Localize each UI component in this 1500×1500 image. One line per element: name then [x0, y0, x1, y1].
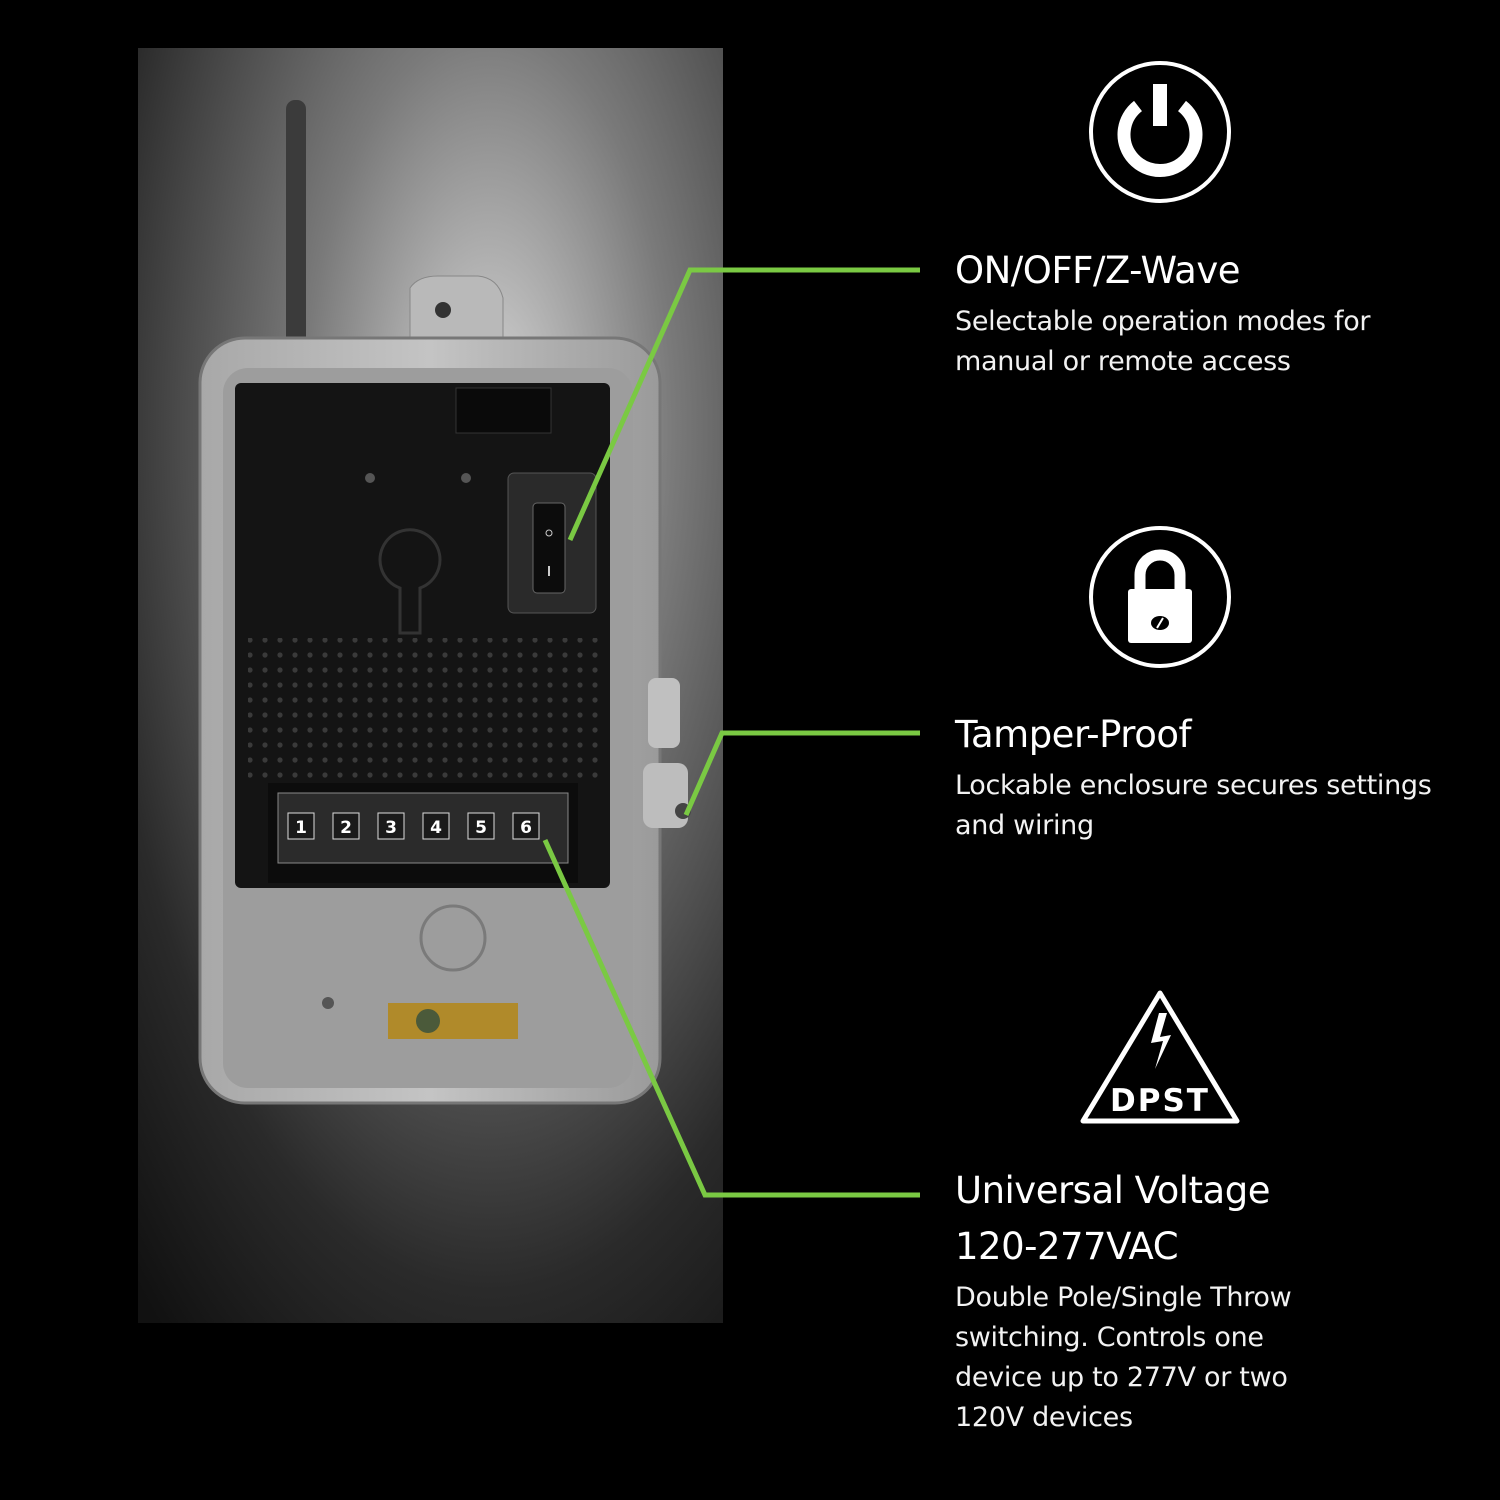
- terminal-label: 5: [475, 818, 487, 838]
- feature-universal-voltage: Universal Voltage 120-277VAC Double Pole…: [955, 1166, 1475, 1438]
- feature-title: ON/OFF/Z-Wave: [955, 249, 1241, 292]
- voltage-warning-icon: DPST: [1080, 990, 1240, 1124]
- terminal-label: 2: [340, 818, 352, 838]
- feature-description: Lockable enclosure secures settings and …: [955, 770, 1432, 841]
- terminal-screw: [422, 812, 450, 840]
- terminal-screw: [467, 812, 495, 840]
- feature-subtitle: 120-277VAC: [955, 1225, 1179, 1268]
- feature-description: Double Pole/Single Throw switching. Cont…: [955, 1282, 1292, 1433]
- power-icon: [1089, 61, 1231, 203]
- feature-tamper-proof: Tamper-Proof Lockable enclosure secures …: [955, 710, 1475, 846]
- terminal-label: 6: [520, 818, 532, 838]
- dpst-label: DPST: [1110, 1083, 1210, 1119]
- feature-title: Universal Voltage: [955, 1169, 1270, 1212]
- terminal-label: 4: [430, 818, 442, 838]
- terminal-screw: [512, 812, 540, 840]
- terminal-label: 1: [295, 818, 307, 838]
- terminal-screw: [332, 812, 360, 840]
- product-photo: 1 2 3 4 5 6: [138, 48, 723, 1323]
- feature-title: Tamper-Proof: [955, 713, 1192, 756]
- feature-description: Selectable operation modes for manual or…: [955, 306, 1371, 377]
- terminal-screw: [377, 812, 405, 840]
- feature-on-off-zwave: ON/OFF/Z-Wave Selectable operation modes…: [955, 246, 1475, 382]
- terminal-screw: [287, 812, 315, 840]
- terminal-label: 3: [385, 818, 397, 838]
- padlock-icon: [1089, 526, 1231, 668]
